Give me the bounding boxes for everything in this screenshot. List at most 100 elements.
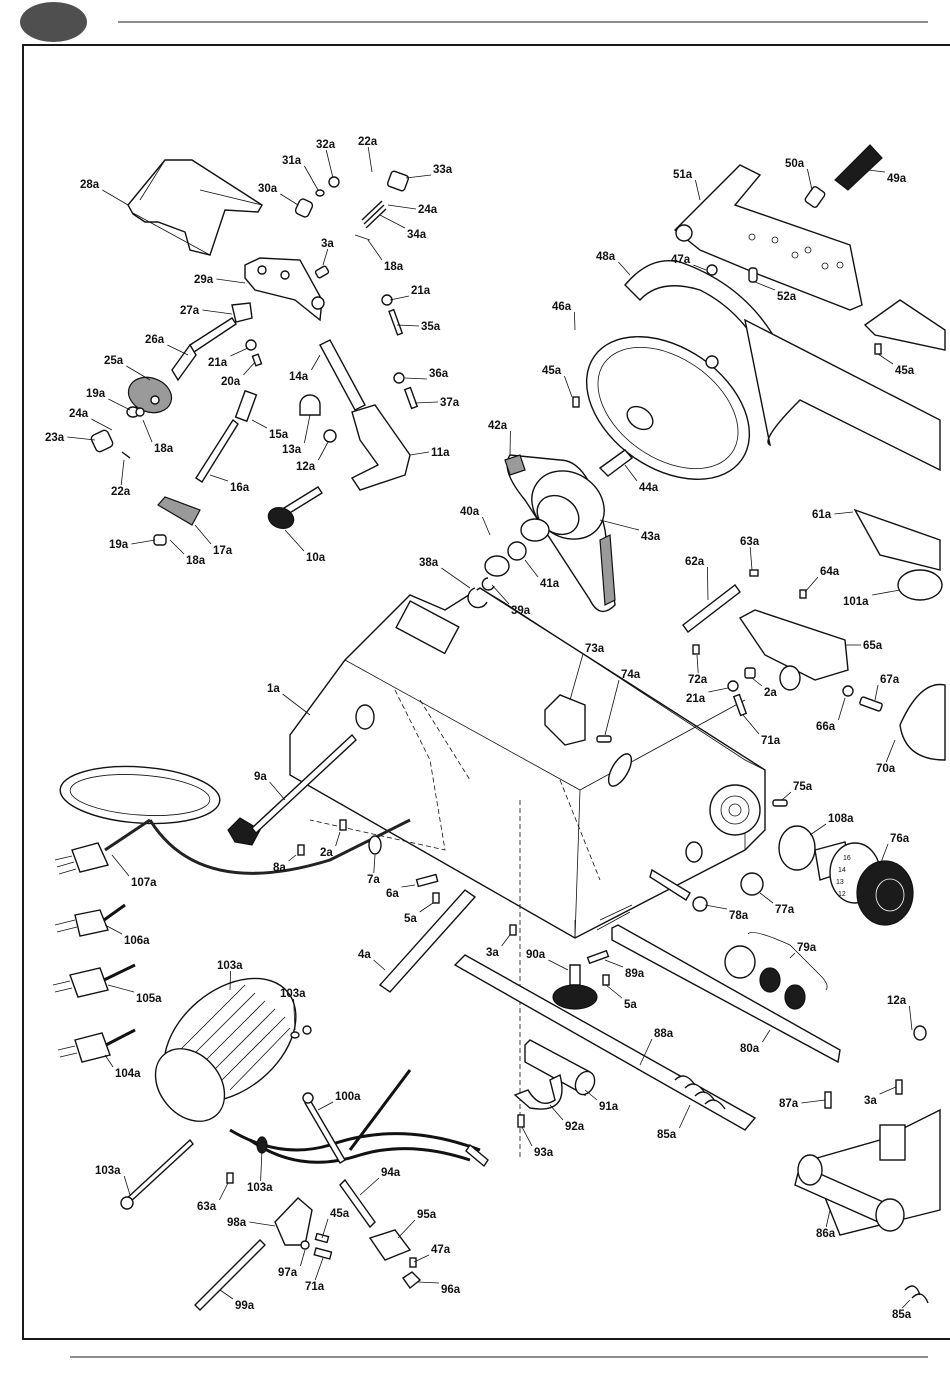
leader-line-108a	[809, 823, 827, 836]
part-label-97a: 97a	[278, 1267, 298, 1279]
leader-line-18a	[367, 239, 383, 261]
screw-75a	[772, 799, 788, 807]
part-label-40a: 40a	[460, 506, 480, 518]
leader-line-62a	[707, 566, 709, 601]
part-label-36a: 36a	[429, 368, 449, 380]
part-label-22a: 22a	[358, 136, 378, 148]
leader-line-71a	[314, 1257, 324, 1281]
part-label-51a: 51a	[673, 169, 693, 181]
part-label-104a: 104a	[115, 1068, 141, 1080]
connector	[465, 1143, 489, 1168]
switch-knob-79a	[784, 984, 806, 1010]
part-label-29a: 29a	[194, 274, 214, 286]
screw-47a	[706, 264, 718, 276]
circlip-39a	[481, 577, 495, 591]
arm-right	[863, 299, 946, 351]
nut-103a	[302, 1025, 312, 1035]
pin-35a	[388, 308, 404, 336]
dial-num-16: 16	[843, 855, 851, 862]
part-label-90a: 90a	[526, 949, 546, 961]
leader-line-24a	[387, 204, 417, 210]
part-label-74a: 74a	[621, 669, 641, 681]
switch-plate-79a	[759, 967, 781, 993]
footer-rule	[70, 1356, 928, 1358]
nut-97a	[300, 1240, 310, 1250]
leader-line-73a	[569, 653, 584, 701]
part-label-2a: 2a	[764, 687, 777, 699]
wheel-101a	[897, 569, 943, 601]
leader-line-44a	[624, 464, 638, 482]
leader-line-76a	[879, 843, 889, 866]
screw-93a	[517, 1114, 525, 1128]
setscrew-45a	[572, 396, 580, 408]
leader-line-31a	[304, 165, 319, 191]
leader-line-33a	[405, 174, 432, 179]
part-label-93a: 93a	[534, 1147, 554, 1159]
leader-line-47a	[413, 1254, 430, 1263]
part-label-17a: 17a	[213, 545, 233, 557]
leader-line-36a	[404, 377, 428, 380]
leader-line-19a	[108, 398, 131, 411]
rod-14a	[319, 339, 366, 411]
screw-37a	[403, 386, 419, 410]
ring-108a	[778, 825, 816, 871]
part-label-28a: 28a	[80, 179, 100, 191]
part-label-50a: 50a	[785, 158, 805, 170]
part-label-35a: 35a	[421, 321, 441, 333]
leader-line-80a	[762, 1029, 771, 1043]
header-rule	[118, 21, 928, 23]
leader-line-28a	[102, 189, 129, 206]
leader-line-34a	[379, 214, 406, 229]
leader-line-61a	[834, 511, 854, 515]
leader-line-94a	[359, 1177, 380, 1196]
sleeve-15a	[234, 389, 258, 423]
part-label-100a: 100a	[335, 1091, 361, 1103]
screw-63a	[226, 1172, 234, 1184]
page-number-badge	[20, 2, 87, 42]
part-label-92a: 92a	[565, 1121, 585, 1133]
part-label-10a: 10a	[306, 552, 326, 564]
part-label-103a: 103a	[280, 988, 306, 1000]
part-label-24a: 24a	[69, 408, 89, 420]
dial-num-13: 13	[836, 879, 844, 886]
bracket-73a	[544, 694, 586, 746]
leader-line-103a	[123, 1175, 131, 1196]
leader-line-23a	[67, 436, 96, 441]
leader-line-5a	[419, 902, 434, 913]
part-label-106a: 106a	[124, 935, 150, 947]
part-label-5a: 5a	[404, 913, 417, 925]
screw-5a	[432, 892, 440, 904]
leader-line-77a	[759, 892, 774, 904]
leader-line-18a	[169, 539, 185, 555]
part-label-2a: 2a	[320, 847, 333, 859]
setscrew-3a-right	[895, 1079, 903, 1095]
part-label-16a: 16a	[230, 482, 250, 494]
part-label-5a: 5a	[624, 999, 637, 1011]
nut-21a-mid	[727, 680, 739, 692]
rod-9a	[251, 733, 357, 835]
part-label-77a: 77a	[775, 904, 795, 916]
leader-line-93a	[521, 1126, 533, 1147]
part-label-87a: 87a	[779, 1098, 799, 1110]
spring-27a	[231, 302, 253, 323]
part-label-71a: 71a	[761, 735, 781, 747]
leader-line-12a	[909, 1005, 913, 1031]
leader-line-40a	[482, 516, 491, 536]
leader-line-19a	[131, 539, 156, 545]
part-label-25a: 25a	[104, 355, 124, 367]
leader-line-103a	[293, 998, 296, 1031]
bracket-98a	[274, 1197, 313, 1246]
leader-line-96a	[417, 1281, 440, 1284]
motor-103a	[154, 977, 297, 1122]
plug-104a	[74, 1032, 111, 1063]
part-label-76a: 76a	[890, 833, 910, 845]
part-label-89a: 89a	[625, 968, 645, 980]
part-label-39a: 39a	[511, 605, 531, 617]
part-label-47a: 47a	[671, 254, 691, 266]
foot-90a	[552, 984, 598, 1010]
leader-line-99a	[219, 1289, 234, 1300]
part-label-18a: 18a	[384, 261, 404, 273]
bolt-13a	[299, 394, 321, 416]
leader-line-1a	[282, 693, 311, 716]
